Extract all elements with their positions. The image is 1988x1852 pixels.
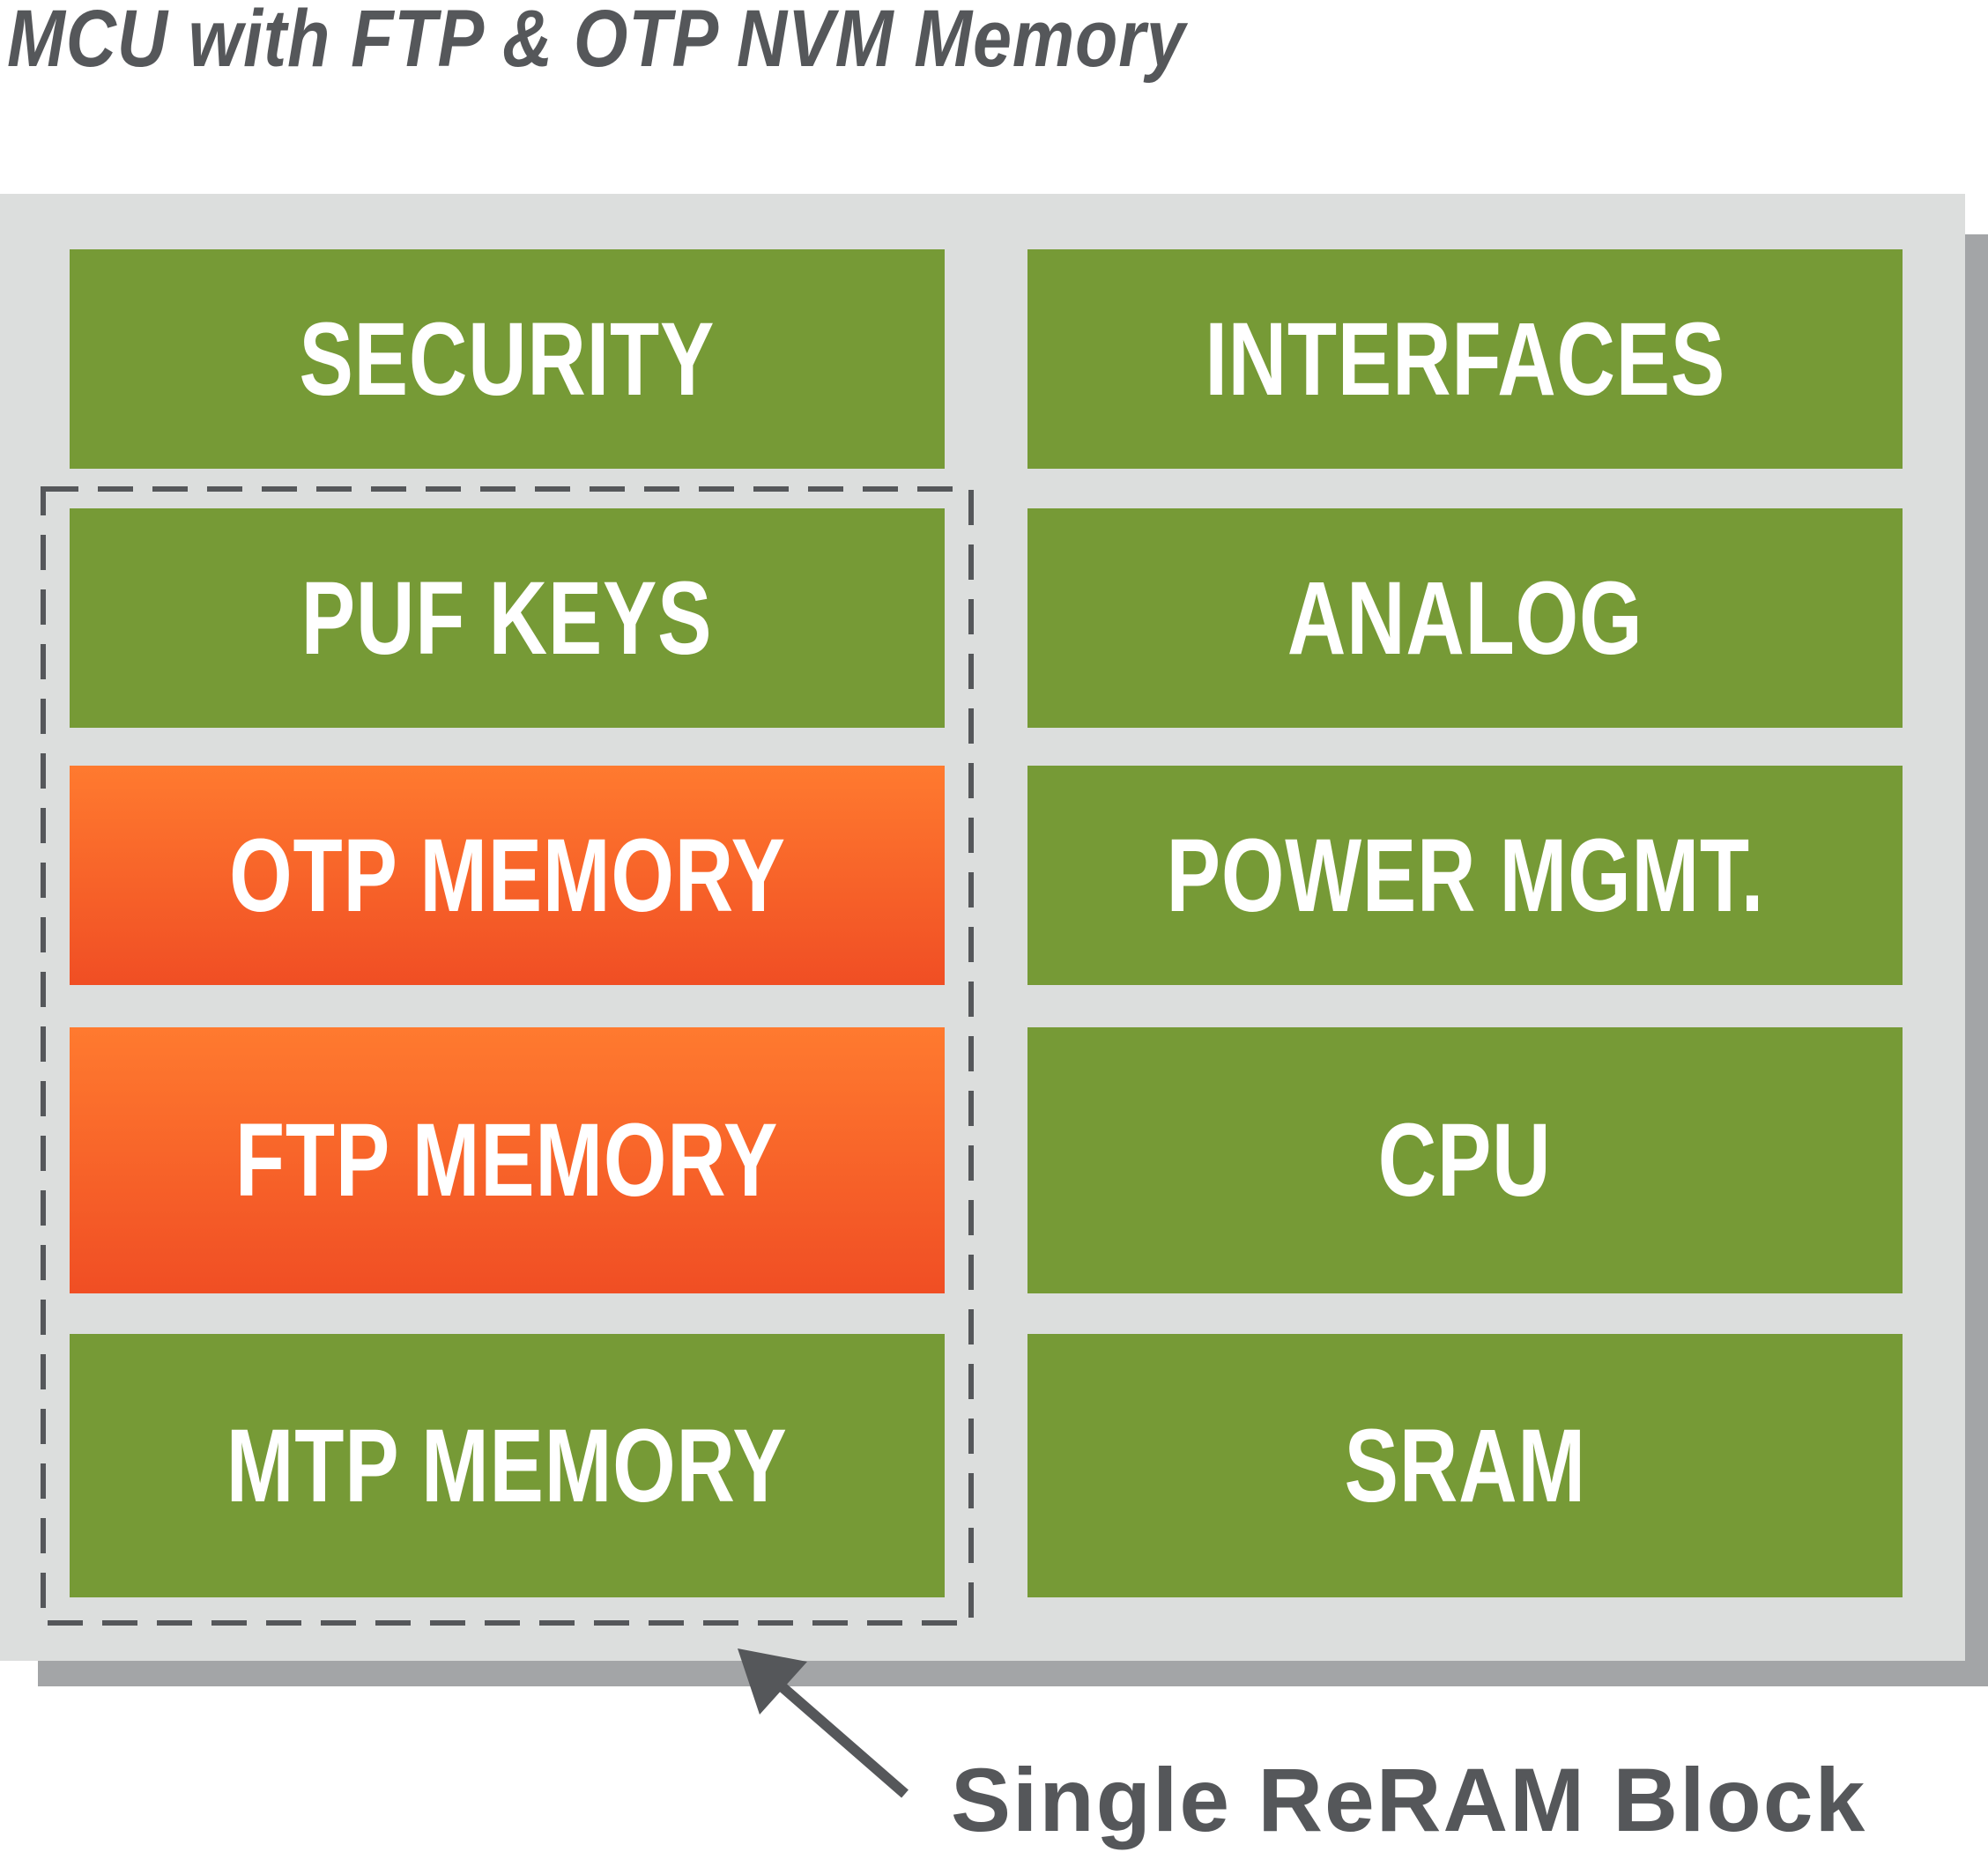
block-sram: SRAM: [1027, 1334, 1903, 1597]
block-power-mgmt: POWER MGMT.: [1027, 766, 1903, 985]
block-ftp-memory: FTP MEMORY: [70, 1027, 945, 1293]
block-cpu: CPU: [1027, 1027, 1903, 1293]
block-label: CPU: [1378, 1102, 1552, 1219]
block-label: PUF KEYS: [301, 559, 713, 677]
block-label: FTP MEMORY: [235, 1102, 779, 1219]
block-label: OTP MEMORY: [228, 817, 786, 934]
reram-caption: Single ReRAM Block: [951, 1750, 1867, 1850]
block-security: SECURITY: [70, 249, 945, 469]
block-label: SRAM: [1344, 1407, 1586, 1524]
block-mtp-memory: MTP MEMORY: [70, 1334, 945, 1597]
diagram-title: MCU with FTP & OTP NVM Memory: [7, 0, 1186, 84]
arrow-shaft: [772, 1677, 909, 1798]
block-label: ANALOG: [1287, 559, 1643, 677]
block-label: SECURITY: [299, 300, 716, 418]
block-label: MTP MEMORY: [226, 1407, 788, 1524]
block-label: INTERFACES: [1205, 300, 1725, 418]
reram-dashed-outline: [41, 486, 974, 1626]
block-analog: ANALOG: [1027, 508, 1903, 728]
block-otp-memory: OTP MEMORY: [70, 766, 945, 985]
block-puf-keys: PUF KEYS: [70, 508, 945, 728]
block-label: POWER MGMT.: [1166, 817, 1764, 934]
block-interfaces: INTERFACES: [1027, 249, 1903, 469]
arrow-head-icon: [738, 1648, 807, 1715]
